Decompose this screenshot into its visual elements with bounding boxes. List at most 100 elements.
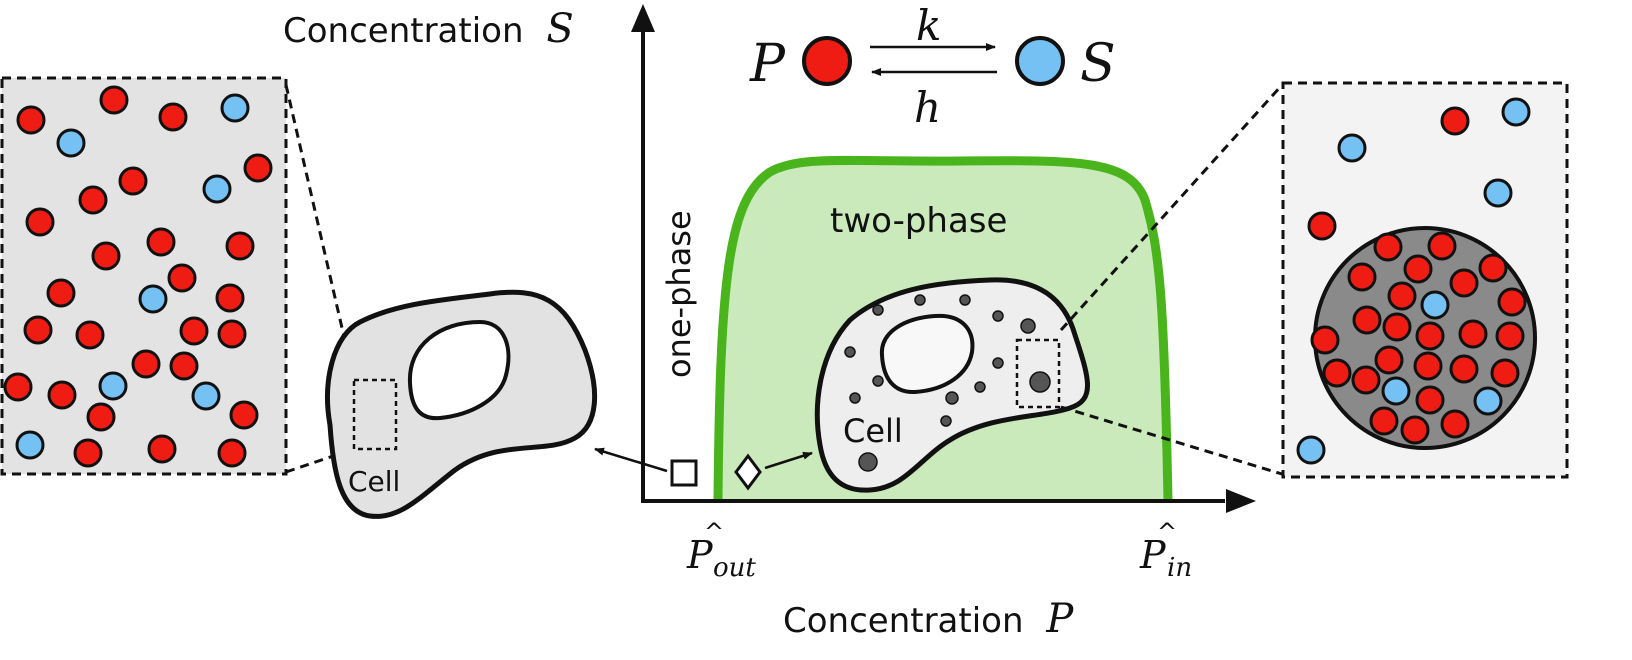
blue-particle <box>220 93 250 123</box>
red-particle <box>217 319 247 349</box>
condensate-droplet-small <box>992 357 1004 369</box>
x-axis-label: Concentration P <box>783 596 1074 642</box>
left-zoom-panel <box>0 76 288 476</box>
red-particle <box>1369 406 1399 436</box>
svg-text:out: out <box>713 553 756 583</box>
left-zoom-particles <box>3 85 273 468</box>
svg-text:P: P <box>686 533 714 577</box>
red-particle <box>1440 409 1470 439</box>
reaction-scheme: P k h S <box>749 1 1116 132</box>
left-cell: Cell <box>325 289 598 519</box>
red-particle <box>146 227 176 257</box>
condensate-droplet-small <box>872 304 884 316</box>
red-particle <box>131 349 161 379</box>
svg-text:P: P <box>1139 533 1167 577</box>
arrow-to-left-cell <box>594 447 668 473</box>
y-axis-label: Concentration S <box>283 6 574 52</box>
red-particle <box>75 320 105 350</box>
red-particle <box>1427 231 1457 261</box>
blue-particle <box>98 371 128 401</box>
x-axis-arrowhead <box>1226 489 1256 513</box>
blue-particle <box>56 128 86 158</box>
condensate-droplet-small <box>844 346 856 358</box>
svg-text:in: in <box>1167 553 1192 583</box>
blue-particle <box>15 430 45 460</box>
tick-p-out: P ^ out <box>686 518 756 583</box>
right-zoom-particles <box>1296 97 1531 465</box>
reactant-particle <box>802 36 852 86</box>
blue-particle <box>1501 97 1531 127</box>
red-particle <box>1374 345 1404 375</box>
blue-particle <box>1296 435 1326 465</box>
red-particle <box>243 153 273 183</box>
red-particle <box>1322 358 1352 388</box>
y-axis-arrowhead <box>631 4 655 32</box>
condensate-droplet-small <box>959 294 971 306</box>
condensate-droplet-small <box>849 392 861 404</box>
red-particle <box>169 351 199 381</box>
red-particle <box>91 241 121 271</box>
center-cell-label: Cell <box>843 412 903 450</box>
one-phase-label: one-phase <box>660 210 698 378</box>
red-particle <box>1400 415 1430 445</box>
red-particle <box>1490 358 1520 388</box>
left-zoom-connectors <box>284 84 356 474</box>
red-particle <box>16 105 46 135</box>
red-particle <box>1387 281 1417 311</box>
red-particle <box>229 400 259 430</box>
red-particle <box>215 283 245 313</box>
red-particle <box>86 402 116 432</box>
red-particle <box>1415 321 1445 351</box>
red-particle <box>167 263 197 293</box>
tick-p-in: P ^ in <box>1139 518 1192 583</box>
red-particle <box>1351 365 1381 395</box>
red-particle <box>46 278 76 308</box>
condensate-droplet-small <box>914 294 926 306</box>
blue-particle <box>1420 290 1450 320</box>
phase-boundary-curve <box>713 155 1173 501</box>
condensate-droplet-small <box>1029 371 1051 393</box>
center-cell-droplets <box>844 294 1051 472</box>
svg-text:^: ^ <box>1157 518 1177 546</box>
red-particle <box>23 315 53 345</box>
square-marker <box>670 459 698 487</box>
red-particle <box>1382 312 1412 342</box>
red-particle <box>217 438 247 468</box>
red-particle <box>1415 385 1445 415</box>
right-zoom-connectors <box>1059 83 1284 476</box>
forward-rate-label: k <box>916 1 941 50</box>
red-particle <box>1497 287 1527 317</box>
red-particle <box>1495 321 1525 351</box>
condensate-droplet-small <box>858 452 878 472</box>
condensate-droplet-small <box>1020 318 1036 334</box>
red-particle <box>158 102 188 132</box>
blue-particle <box>1381 376 1411 406</box>
red-particle <box>147 434 177 464</box>
red-particle <box>179 316 209 346</box>
condensate-droplet-small <box>872 375 884 387</box>
red-particle <box>25 207 55 237</box>
blue-particle <box>1473 386 1503 416</box>
blue-particle <box>202 174 232 204</box>
center-cell-zoom-box <box>1015 338 1061 409</box>
red-particle <box>1440 106 1470 136</box>
left-cell-label: Cell <box>348 465 400 498</box>
condensate-droplet-small <box>992 310 1004 322</box>
condensate-droplet-small <box>974 381 986 393</box>
center-cell: Cell <box>814 277 1090 493</box>
red-particle <box>1347 262 1377 292</box>
reactant-symbol: P <box>749 34 786 94</box>
red-particle <box>1413 351 1443 381</box>
arrow-to-center-cell <box>764 451 813 470</box>
blue-particle <box>1483 178 1513 208</box>
red-particle <box>1403 254 1433 284</box>
center-cell-nucleus <box>879 313 975 395</box>
red-particle <box>3 372 33 402</box>
backward-rate-label: h <box>914 83 941 132</box>
blue-particle <box>191 381 221 411</box>
red-particle <box>47 380 77 410</box>
red-particle <box>1478 253 1508 283</box>
diamond-marker <box>734 453 762 491</box>
svg-text:^: ^ <box>704 518 724 546</box>
